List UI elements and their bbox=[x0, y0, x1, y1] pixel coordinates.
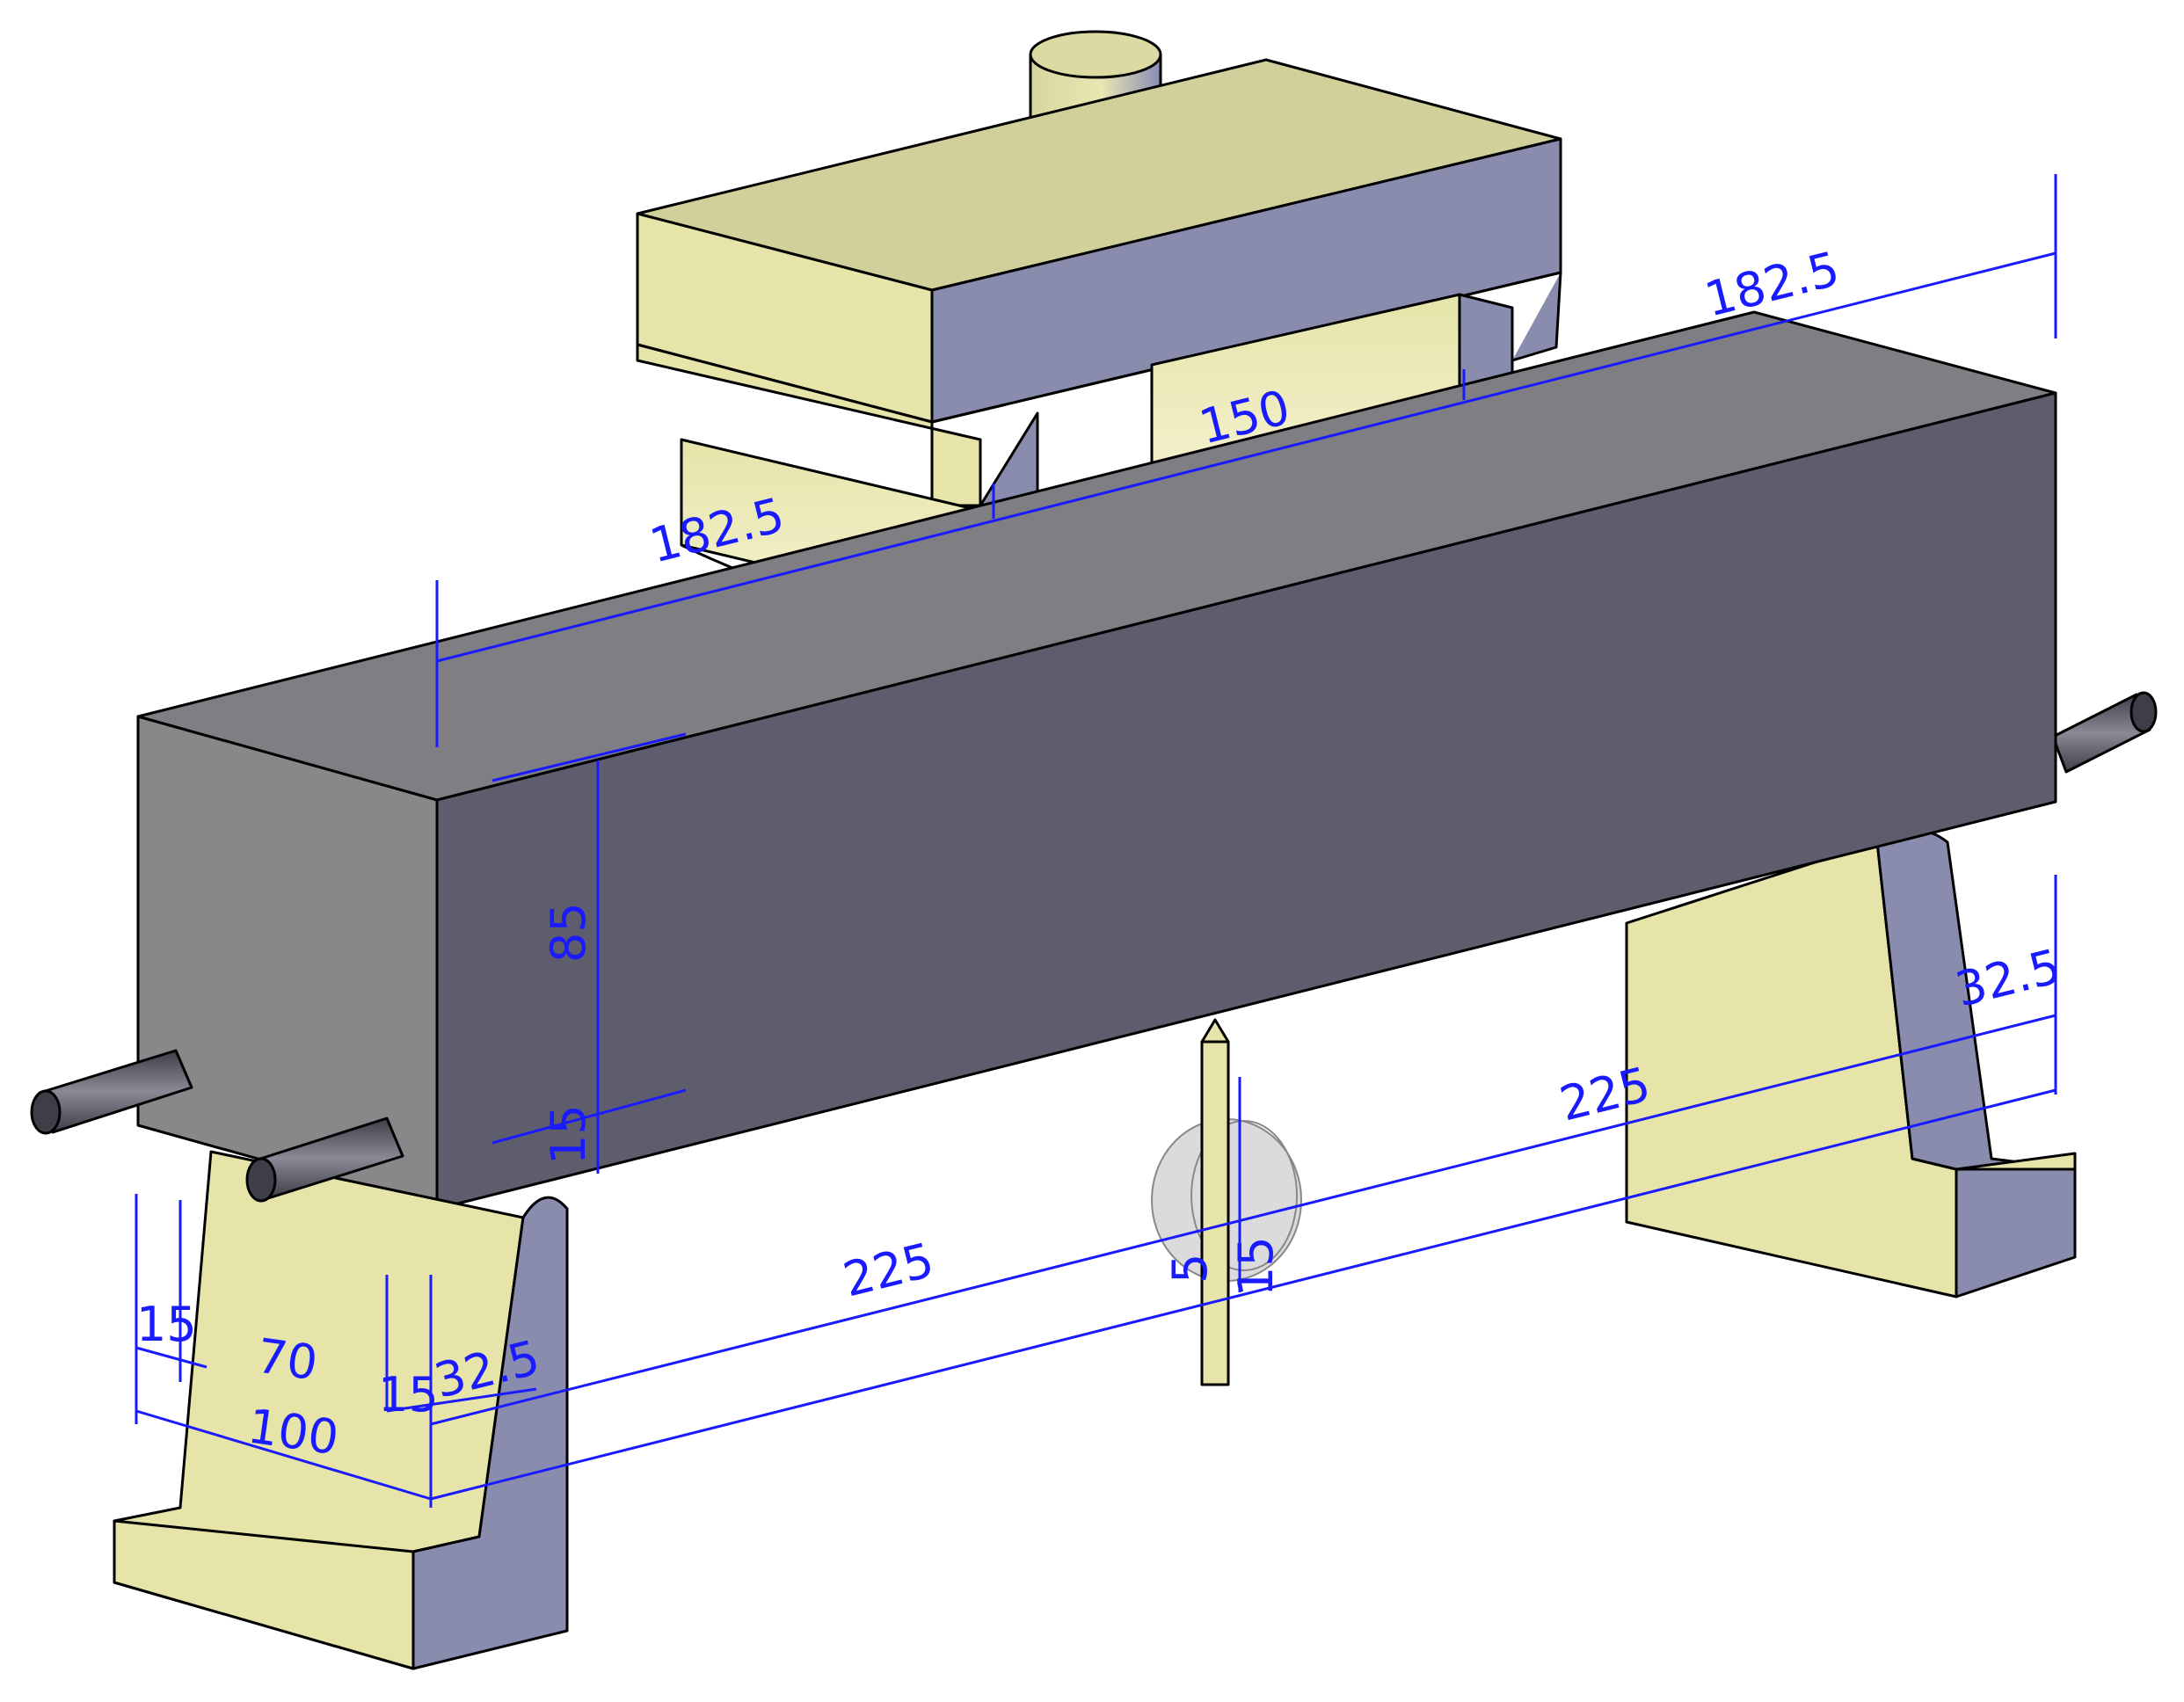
left-rod-front bbox=[245, 1116, 404, 1203]
dimension-labels: 182.5 150 182.5 85 15 5 15 225 225 32.5 … bbox=[136, 241, 2066, 1466]
dim-label-support-70: 70 bbox=[253, 1327, 321, 1391]
concrete-beam bbox=[136, 310, 2057, 1211]
dim-label-support-15a: 15 bbox=[136, 1297, 197, 1352]
dim-label-mid-small: 5 bbox=[1162, 1254, 1218, 1284]
beam-front-face bbox=[435, 391, 2057, 1211]
dim-label-bottom-offset: 15 bbox=[541, 1104, 596, 1165]
right-rod bbox=[2051, 691, 2158, 774]
dim-label-support-15b: 15 bbox=[378, 1367, 439, 1422]
dim-label-height: 85 bbox=[541, 902, 596, 963]
dim-label-support-100: 100 bbox=[244, 1398, 342, 1466]
dim-label-mid-small2: 15 bbox=[1228, 1236, 1284, 1297]
dimension-lines bbox=[135, 174, 2057, 1508]
dim-label-right-overhang: 32.5 bbox=[1950, 938, 2066, 1017]
dim-label-top-right: 182.5 bbox=[1700, 241, 1845, 328]
left-support bbox=[113, 1150, 569, 1670]
left-rod-back bbox=[30, 1049, 193, 1135]
right-support bbox=[1625, 828, 2077, 1298]
dial-gauge bbox=[1151, 1018, 1302, 1386]
dim-label-span-left: 225 bbox=[838, 1233, 939, 1308]
